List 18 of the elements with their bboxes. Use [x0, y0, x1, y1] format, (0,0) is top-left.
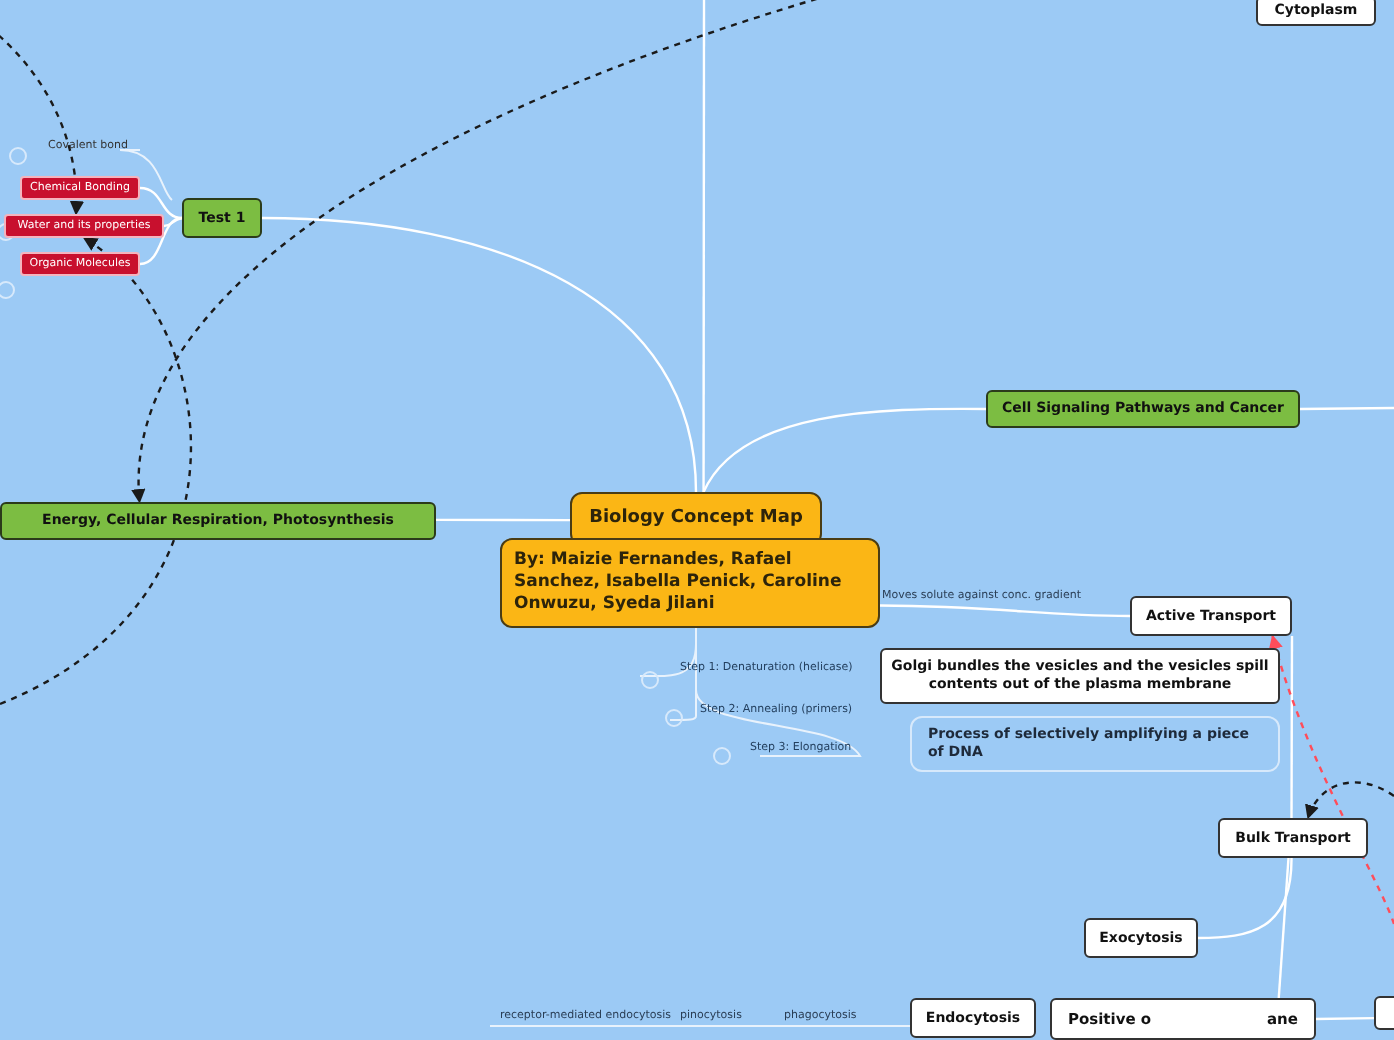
dashed-arrow — [1269, 634, 1394, 925]
connector-line — [1290, 636, 1294, 818]
connector-line — [702, 407, 986, 493]
connector-line — [1316, 1016, 1375, 1021]
connector-line — [1277, 857, 1290, 999]
connector-line — [139, 216, 183, 266]
connector-line — [702, 0, 706, 492]
connector-line — [139, 186, 183, 220]
connector-line — [1197, 857, 1293, 940]
dashed-arrow — [1306, 781, 1394, 820]
dashed-arrow — [0, 237, 192, 706]
connector-line — [880, 604, 1130, 618]
connector-line — [436, 518, 570, 522]
connector-line — [261, 216, 698, 493]
author-box: By: Maizie Fernandes, Rafael Sanchez, Isabella Penick, Caroline Onwuzu, Syeda Jilani — [500, 538, 880, 628]
empty-box — [1374, 996, 1394, 1030]
connector-line — [163, 216, 183, 228]
connector-line — [1300, 406, 1394, 411]
